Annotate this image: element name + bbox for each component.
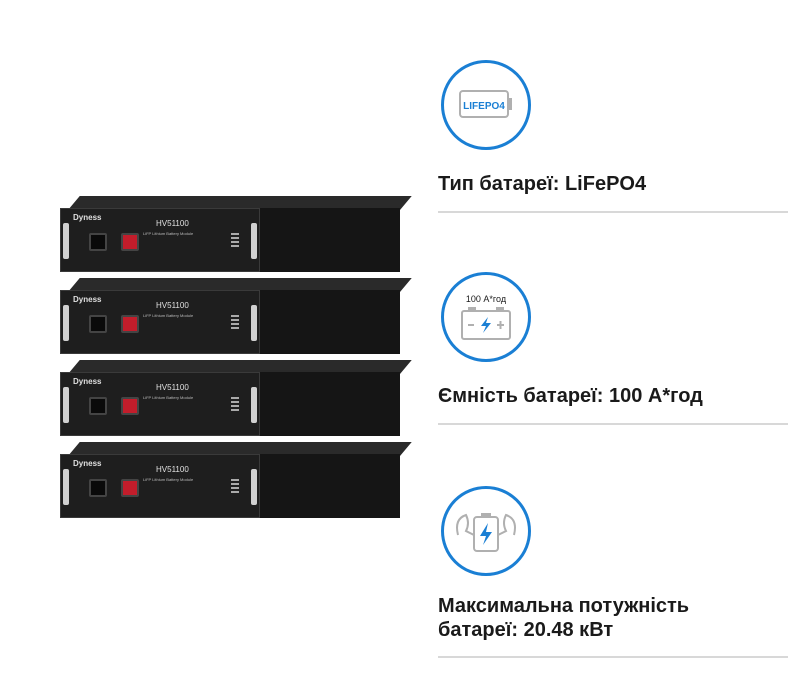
negative-terminal-icon [89, 315, 107, 333]
divider [438, 423, 788, 425]
battery-power-icon [441, 486, 531, 576]
model-label: HV51100 [156, 383, 189, 392]
negative-terminal-icon [89, 233, 107, 251]
icon-label: LIFEPO4 [463, 101, 505, 112]
feature-text: Ємність батареї: 100 А*год [438, 385, 703, 407]
feature-text: Тип батареї: LiFePO4 [438, 173, 647, 195]
module-subtitle: LiFP Lithium Battery Module [143, 231, 194, 236]
battery-lifepo4-icon: LIFEPO4 [441, 60, 531, 150]
brand-logo: Dyness [73, 295, 102, 304]
negative-terminal-icon [89, 479, 107, 497]
status-leds-icon [231, 479, 239, 493]
brand-logo: Dyness [73, 459, 102, 468]
positive-terminal-icon [121, 233, 139, 251]
positive-terminal-icon [121, 397, 139, 415]
status-leds-icon [231, 315, 239, 329]
battery-module: Dyness HV51100 LiFP Lithium Battery Modu… [60, 442, 412, 518]
module-subtitle: LiFP Lithium Battery Module [143, 477, 194, 482]
feature-battery-capacity: 100 А*год Ємність батареї: 100 А*год [438, 272, 788, 432]
positive-terminal-icon [121, 315, 139, 333]
model-label: HV51100 [156, 301, 189, 310]
battery-capacity-icon: 100 А*год [441, 272, 531, 362]
battery-module: Dyness HV51100 LiFP Lithium Battery Modu… [60, 196, 412, 272]
status-leds-icon [231, 233, 239, 247]
negative-terminal-icon [89, 397, 107, 415]
divider [438, 656, 788, 658]
feature-text: Максимальна потужність батареї: 20.48 кВ… [438, 595, 690, 641]
module-subtitle: LiFP Lithium Battery Module [143, 313, 194, 318]
feature-battery-power: Максимальна потужність батареї: 20.48 кВ… [438, 486, 788, 666]
icon-label: 100 А*год [466, 294, 507, 304]
status-leds-icon [231, 397, 239, 411]
positive-terminal-icon [121, 479, 139, 497]
brand-logo: Dyness [73, 213, 102, 222]
module-subtitle: LiFP Lithium Battery Module [143, 395, 194, 400]
feature-battery-type: LIFEPO4 Тип батареї: LiFePO4 [438, 60, 788, 220]
model-label: HV51100 [156, 219, 189, 228]
brand-logo: Dyness [73, 377, 102, 386]
battery-stack-image: Dyness HV51100 LiFP Lithium Battery Modu… [60, 196, 412, 536]
divider [438, 211, 788, 213]
battery-module: Dyness HV51100 LiFP Lithium Battery Modu… [60, 278, 412, 354]
model-label: HV51100 [156, 465, 189, 474]
battery-module: Dyness HV51100 LiFP Lithium Battery Modu… [60, 360, 412, 436]
